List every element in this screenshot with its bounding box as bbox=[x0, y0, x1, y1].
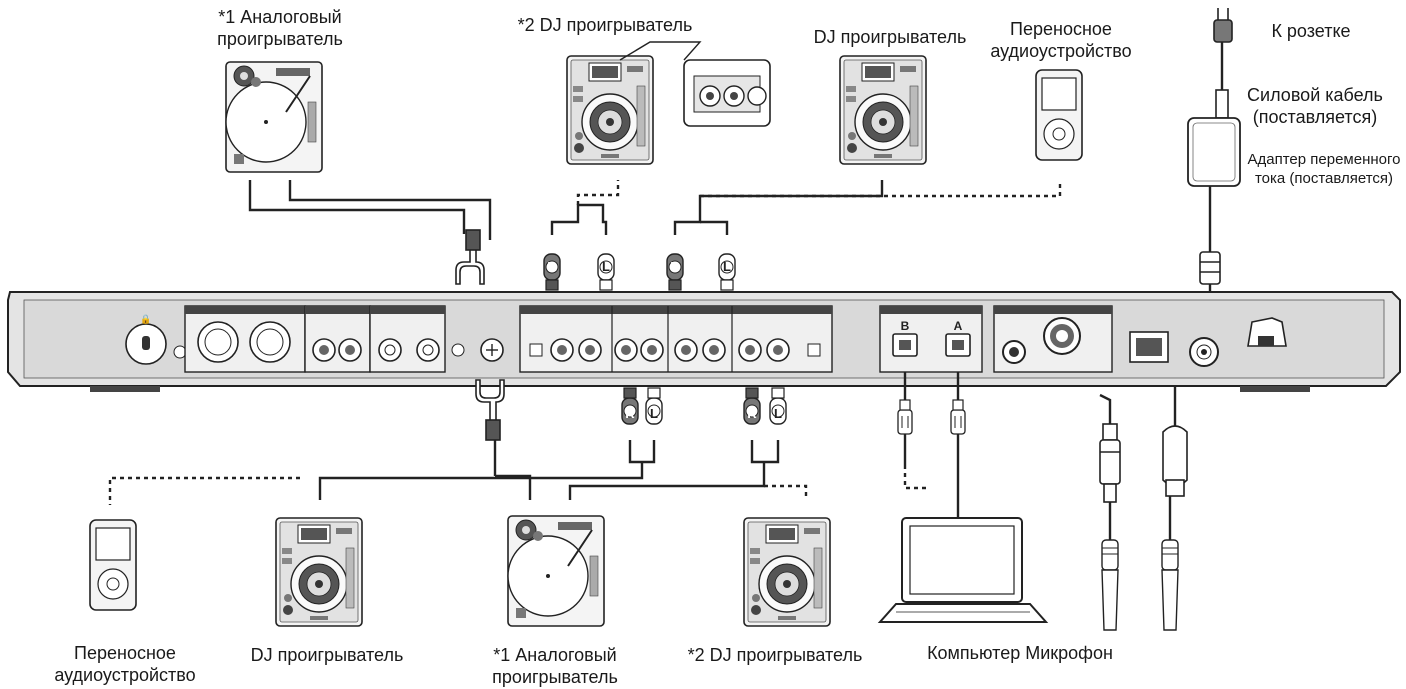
bottom-dj2-label: *2 DJ проигрыватель bbox=[687, 645, 863, 665]
outlet-label: К розетке bbox=[1271, 21, 1351, 41]
rca-left-label: L bbox=[602, 259, 610, 274]
top-dj2-label: *2 DJ проигрыватель bbox=[517, 15, 693, 35]
top-portable-label: Переносное аудиоустройство bbox=[990, 19, 1132, 61]
top-dj-player-icon bbox=[839, 55, 927, 165]
rca-left-label: L bbox=[723, 259, 731, 274]
output-jack-inset bbox=[619, 41, 771, 127]
cables bbox=[248, 40, 1224, 540]
usb-port-a-label: A bbox=[954, 319, 963, 333]
power-plug-icon bbox=[1199, 8, 1233, 285]
usb-port-b-label: B bbox=[901, 319, 910, 333]
bottom-dj-label: DJ проигрыватель bbox=[250, 645, 404, 665]
rca-right-label: R bbox=[625, 406, 635, 421]
top-portable-audio-icon bbox=[1035, 69, 1083, 161]
bottom-turntable-icon bbox=[507, 515, 605, 627]
power-cable-label: Силовой кабель (поставляется) bbox=[1247, 85, 1383, 127]
ac-adapter-label: Адаптер переменного тока (поставляется) bbox=[1247, 151, 1401, 187]
ac-adapter-icon bbox=[1187, 117, 1241, 187]
bottom-portable-label: Переносное аудиоустройство bbox=[54, 643, 196, 685]
rca-right-label: R bbox=[547, 259, 557, 274]
microphone-icon bbox=[1161, 539, 1179, 631]
top-dj-label: DJ проигрыватель bbox=[813, 27, 967, 47]
rca-left-label: L bbox=[650, 406, 658, 421]
top-turntable-label: *1 Аналоговый проигрыватель bbox=[217, 7, 343, 49]
bottom-dj2-player-icon bbox=[743, 517, 831, 627]
rca-right-label: R bbox=[670, 259, 680, 274]
top-dj2-player-icon bbox=[566, 55, 654, 165]
bottom-portable-audio-icon bbox=[89, 519, 137, 611]
computer-microphone-label: Компьютер Микрофон bbox=[927, 643, 1113, 663]
svg-text:🔒: 🔒 bbox=[140, 314, 151, 324]
top-turntable-icon bbox=[225, 61, 323, 173]
rca-left-label: L bbox=[774, 406, 782, 421]
microphone-icon bbox=[1101, 539, 1119, 631]
rca-right-label: R bbox=[747, 406, 757, 421]
rear-panel: 🔒 bbox=[7, 291, 1401, 392]
bottom-dj-player-icon bbox=[275, 517, 363, 627]
bottom-turntable-label: *1 Аналоговый проигрыватель bbox=[492, 645, 618, 687]
laptop-icon bbox=[877, 517, 1049, 623]
